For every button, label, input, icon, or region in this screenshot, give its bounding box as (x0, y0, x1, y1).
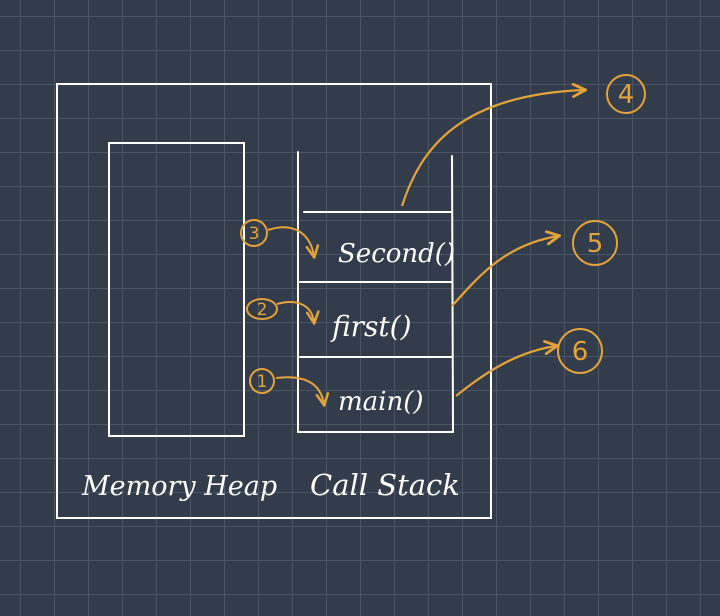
svg-text:2: 2 (257, 300, 268, 320)
stack-frame-second: Second() (338, 239, 455, 269)
svg-text:5: 5 (587, 229, 604, 259)
call-stack-right-wall (451, 155, 454, 433)
svg-text:3: 3 (249, 224, 260, 244)
pop-marker-5: 5 (572, 220, 618, 266)
svg-text:6: 6 (572, 337, 589, 367)
memory-heap-box (108, 142, 245, 437)
pop-arrow-6 (455, 346, 556, 397)
pop-marker-4: 4 (606, 74, 646, 114)
push-marker-2: 2 (246, 298, 278, 320)
pop-arrow-5 (451, 236, 558, 307)
call-stack-label: Call Stack (310, 468, 460, 502)
memory-heap-label: Memory Heap (81, 471, 277, 502)
push-marker-1: 1 (249, 368, 275, 394)
call-stack (297, 151, 454, 433)
push-arrow-3 (267, 226, 314, 256)
pop-arrow-4 (400, 90, 584, 207)
svg-text:1: 1 (257, 372, 268, 392)
svg-text:4: 4 (618, 80, 635, 110)
push-arrow-1 (275, 376, 324, 404)
engine-frame (56, 83, 492, 519)
stack-frame-main: main() (338, 387, 424, 417)
push-arrow-2 (276, 301, 314, 322)
stack-frame-first: first() (330, 310, 412, 343)
pop-marker-6: 6 (557, 328, 603, 374)
push-marker-3: 3 (240, 219, 268, 247)
